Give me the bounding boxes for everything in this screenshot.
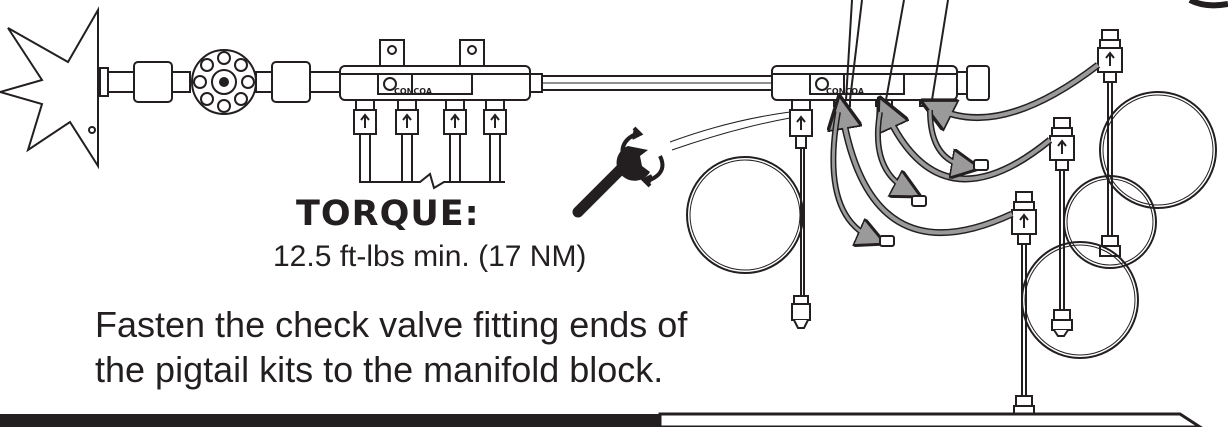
torque-value: 12.5 ft-lbs min. (17 NM) [273,240,587,273]
insertion-arrow-icon [833,62,1101,238]
supply-source-shape [0,6,99,170]
pigtail-kit-1 [1097,29,1217,257]
instruction-line-2: the pigtail kits to the manifold block. [95,349,664,390]
caps [879,159,989,247]
left-check-valves [353,99,507,190]
right-installed-pigtail [686,99,813,329]
connecting-pipe [529,73,773,93]
instruction-text: Fasten the check valve fitting ends of t… [95,302,815,392]
wrench-icon [572,146,650,218]
instruction-line-1: Fasten the check valve fitting ends of [95,304,688,345]
torque-title: TORQUE: [296,194,480,234]
right-manifold-block: CONCOA [771,0,1228,107]
left-manifold-block: CONCOA [339,39,531,101]
pigtail-kit-3 [1011,191,1139,423]
inlet-fittings [99,61,191,103]
valve-handwheel-icon [191,49,257,115]
manifold-brand-left: CONCOA [394,87,433,96]
manifold-brand-right: CONCOA [826,87,865,96]
outlet-fittings [255,61,341,103]
section-footer-bar [0,412,1203,427]
torque-leader-line [669,111,791,143]
torque-leader-line-2 [671,117,791,151]
pigtail-kit-2 [1049,117,1157,337]
rotation-arrows-icon [620,126,665,188]
